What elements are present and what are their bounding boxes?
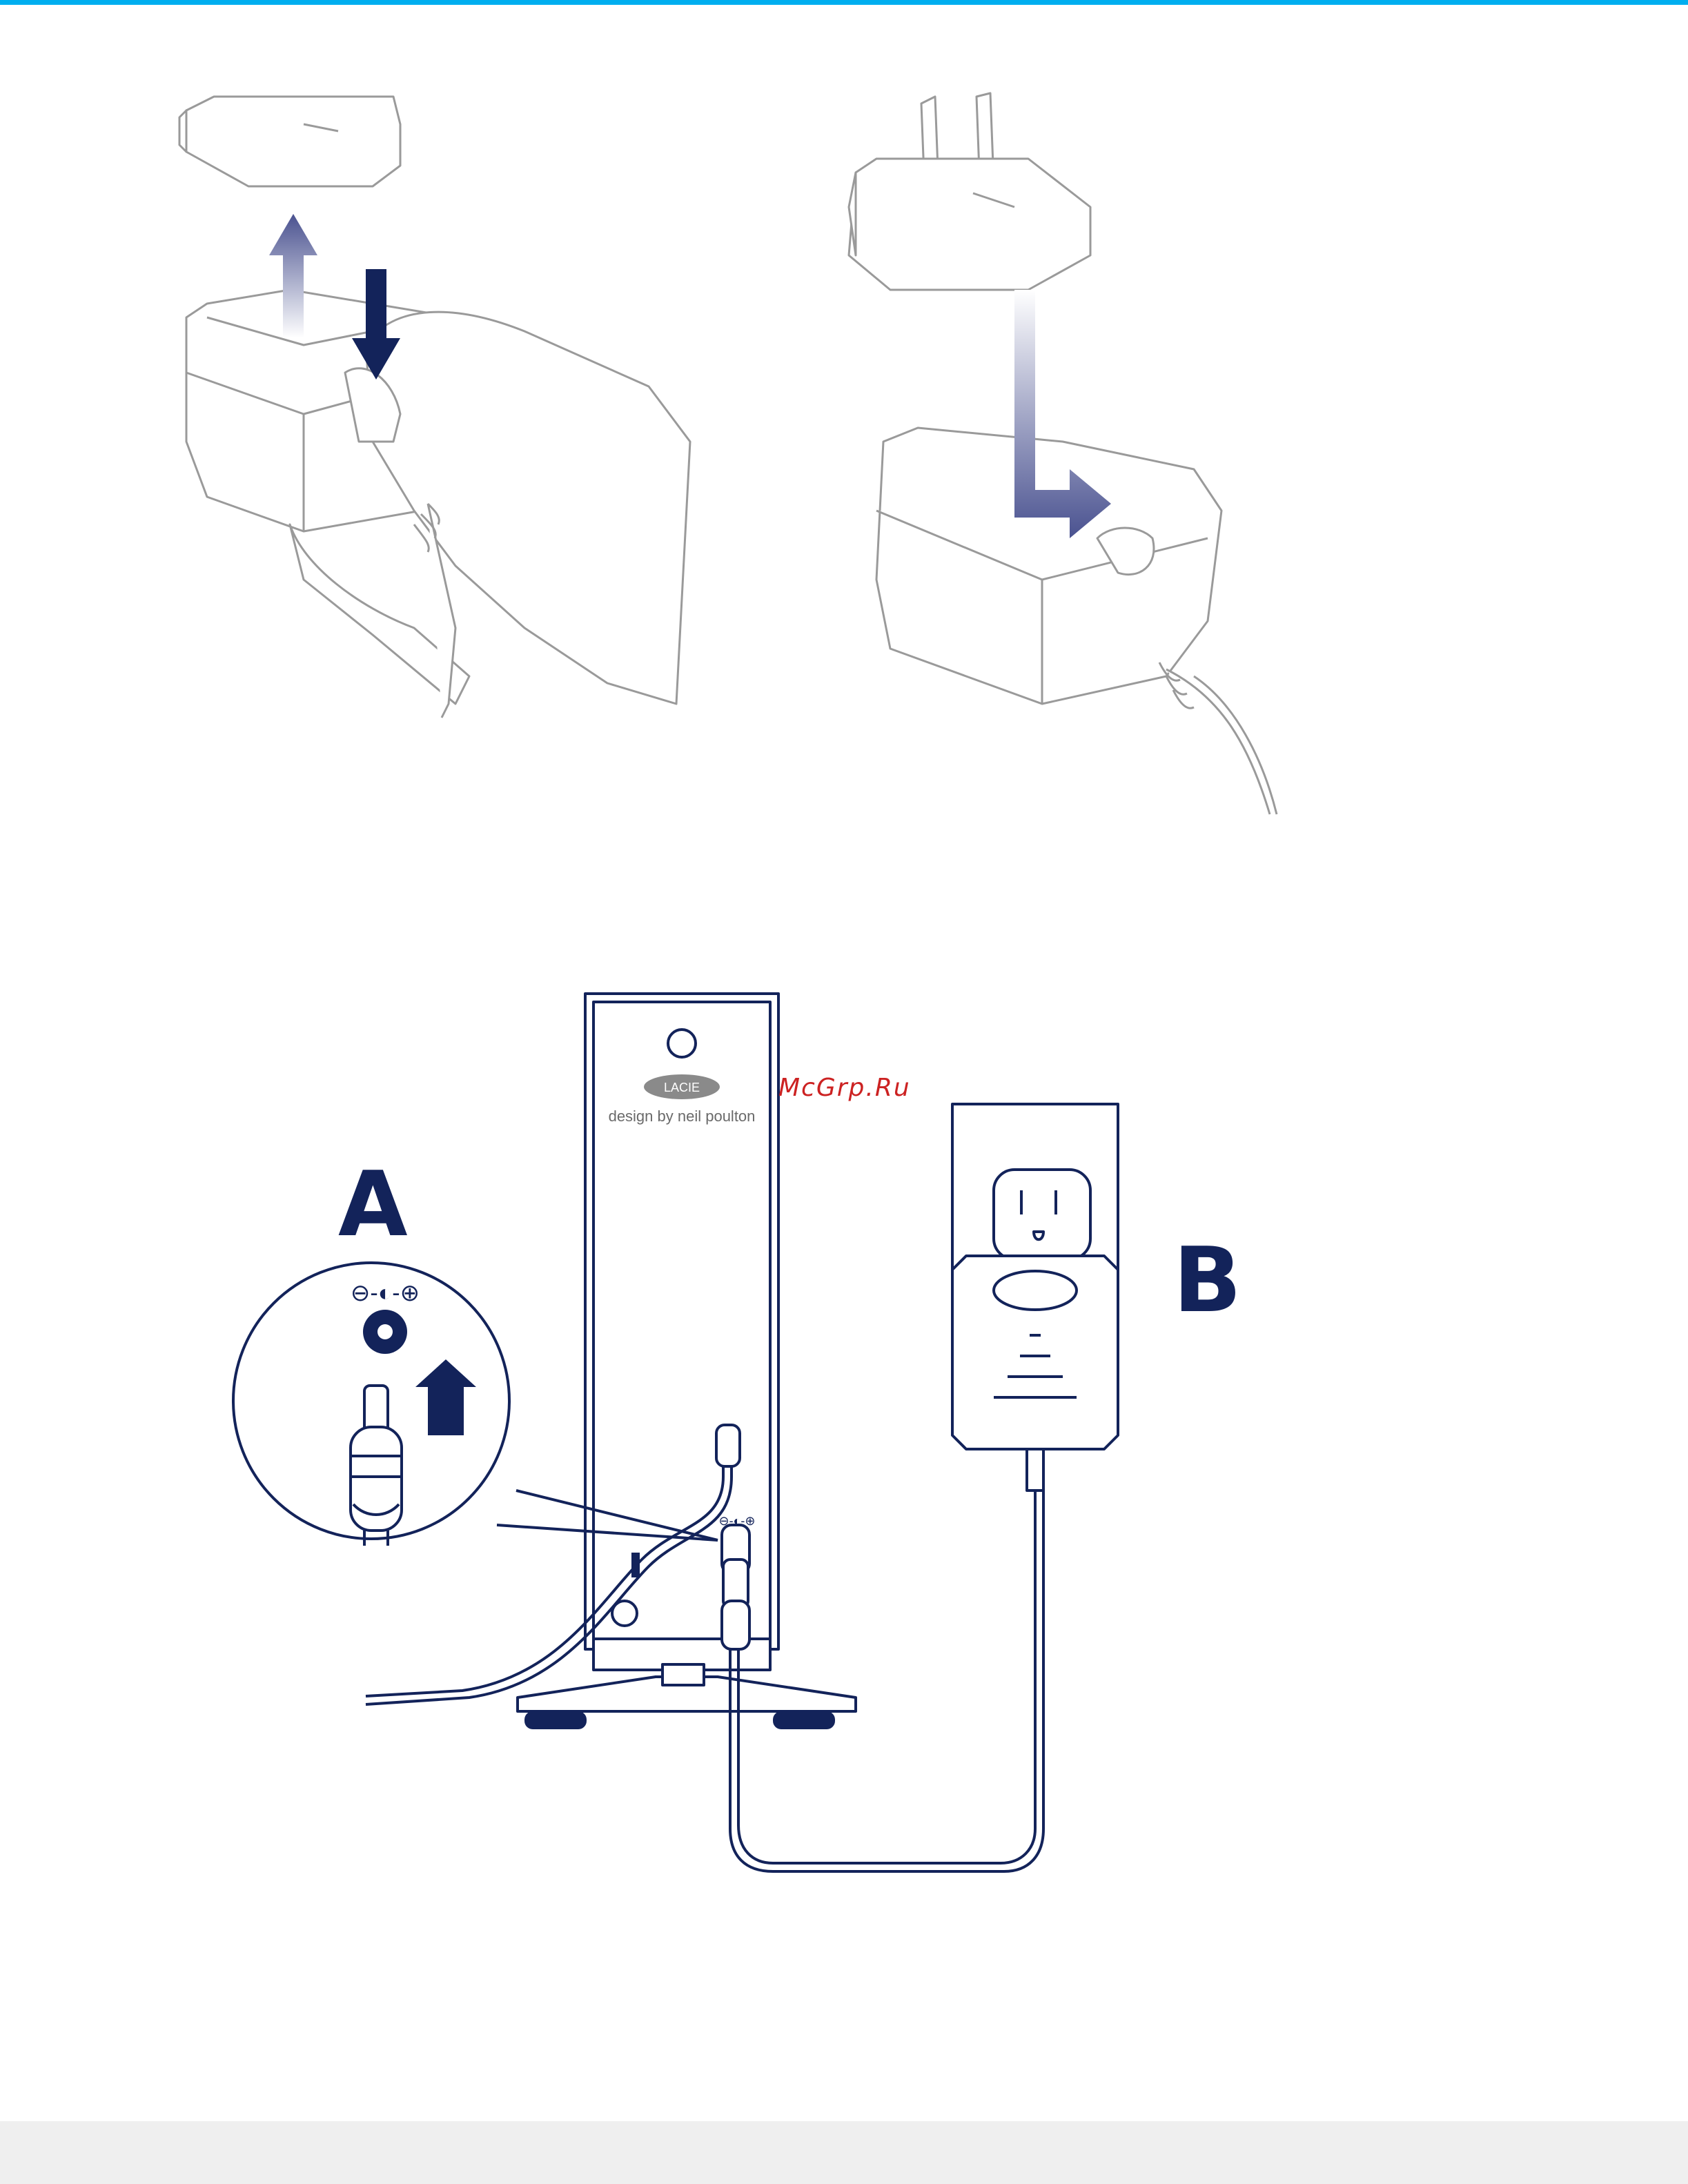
- connection-figure: LACIE design by neil poulton ⊖-◐-⊕ ⊖-◐-⊕: [207, 966, 1380, 1918]
- label-a: A: [338, 1159, 408, 1249]
- footer-band: [0, 2121, 1688, 2184]
- adapter-removal-figure: [166, 83, 718, 773]
- top-accent-rule: [0, 0, 1688, 5]
- lacie-logo-text: LACIE: [664, 1081, 700, 1094]
- watermark: McGrp.Ru: [778, 1074, 911, 1102]
- plug-insertion-figure: [835, 83, 1318, 828]
- label-b: B: [1173, 1235, 1242, 1325]
- magnifier-port-symbol: ⊖-◐-⊕: [351, 1280, 420, 1306]
- drive-port-symbol: ⊖-◐-⊕: [718, 1514, 755, 1528]
- brand-tagline: design by neil poulton: [609, 1108, 756, 1125]
